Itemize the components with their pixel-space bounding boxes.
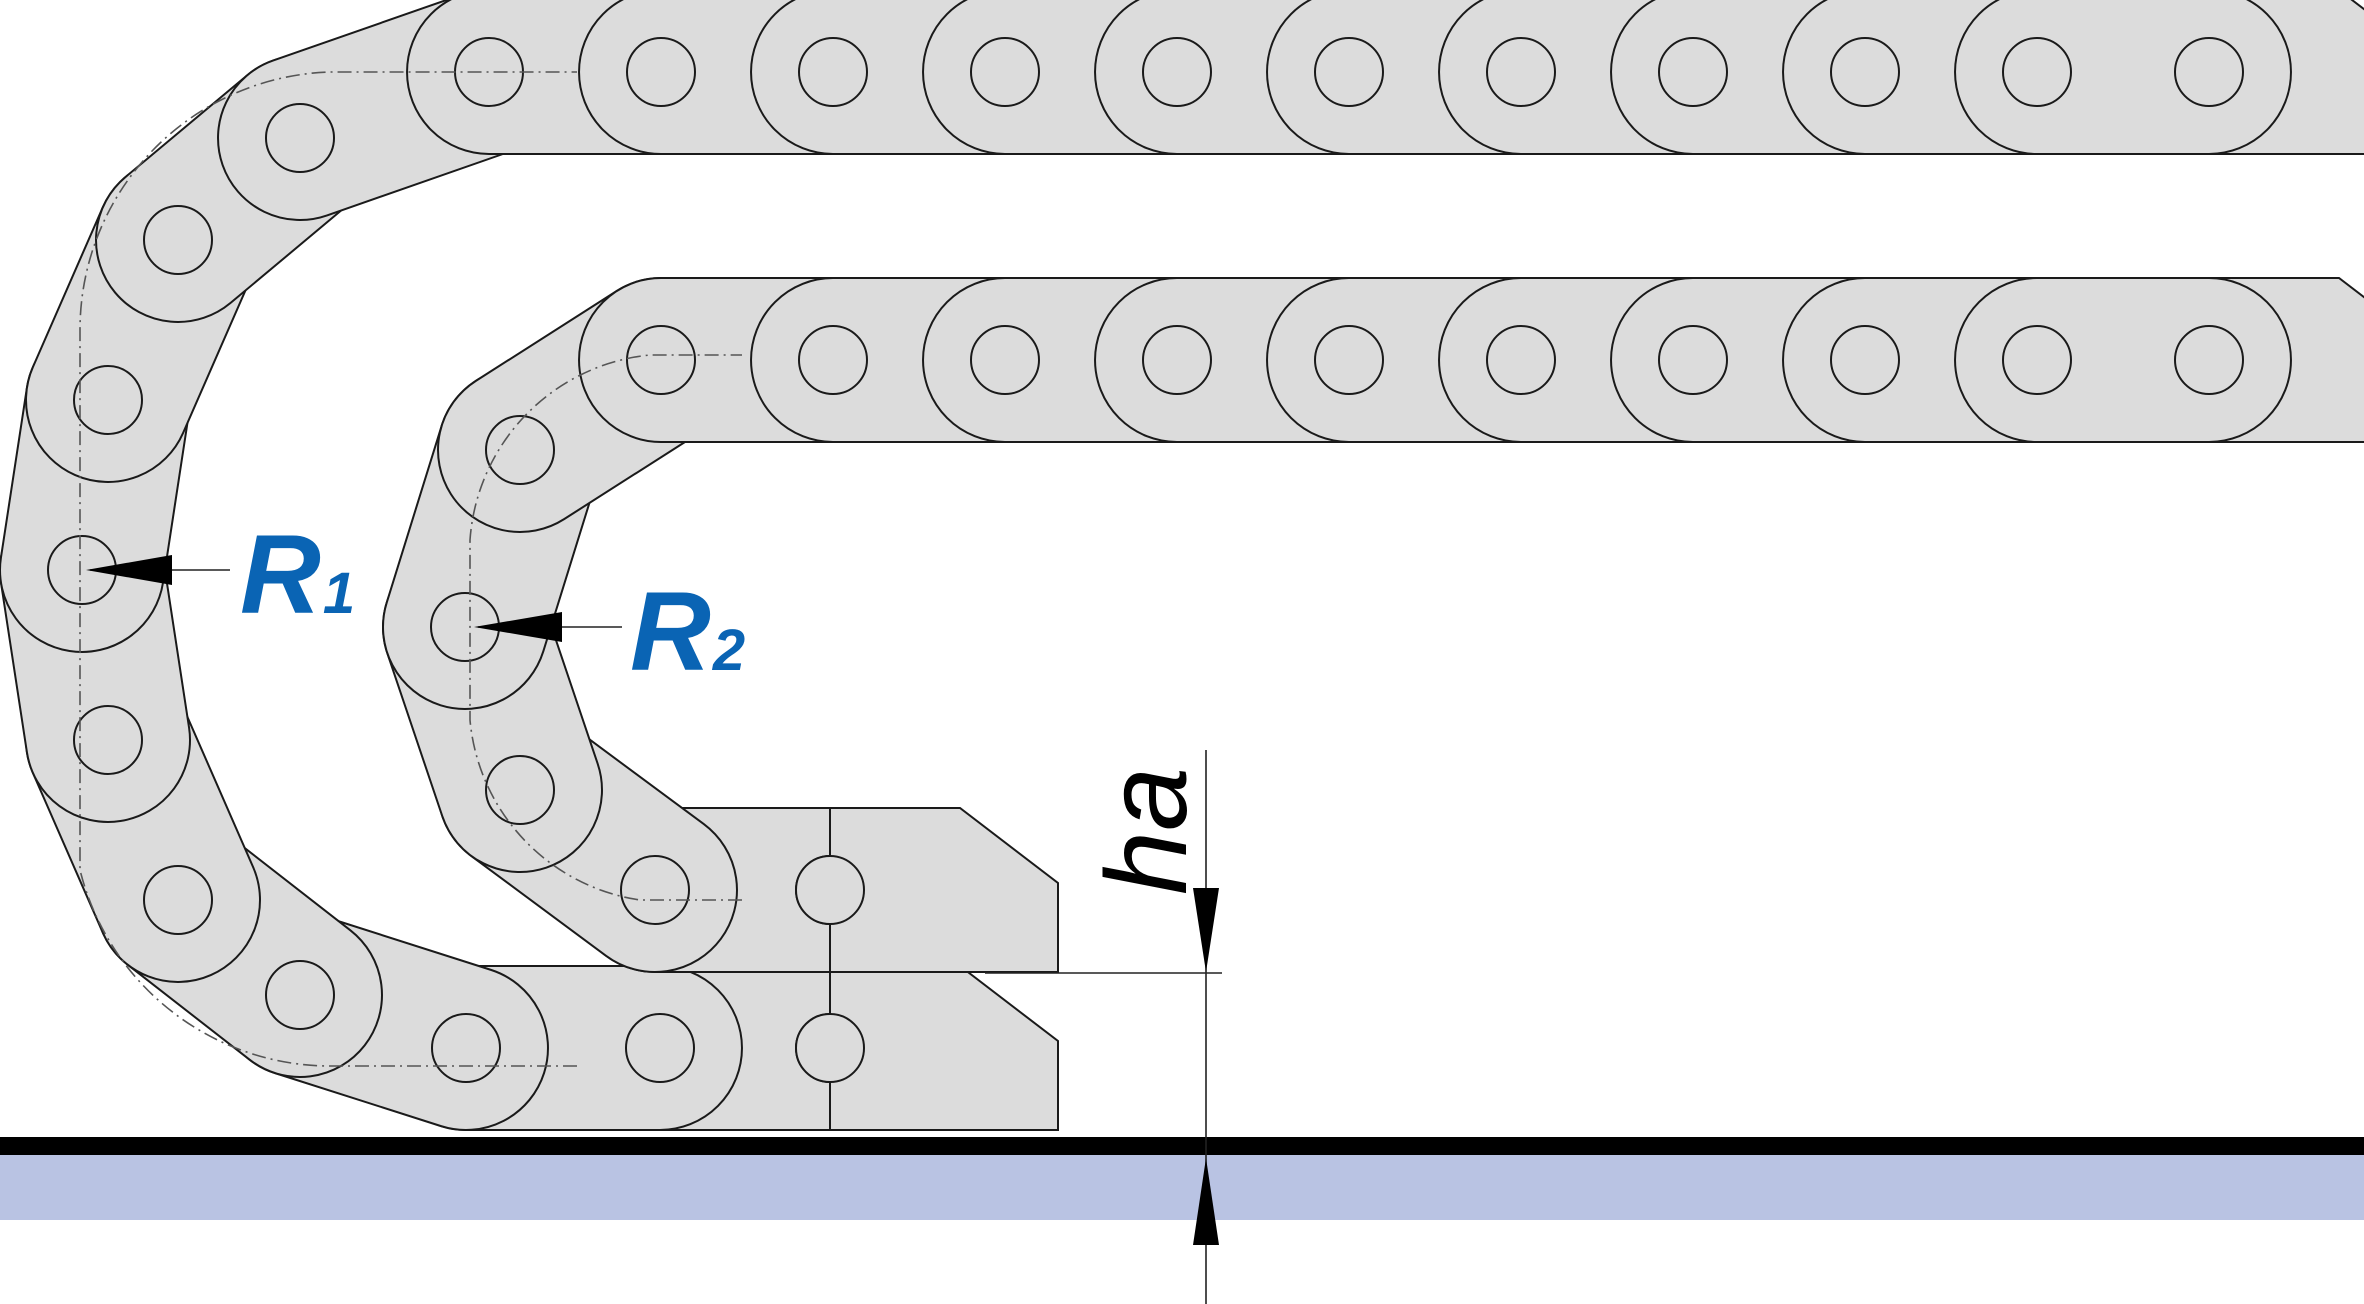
- radius-r2-indicator: [474, 612, 622, 642]
- r2-arrow-icon: [474, 612, 562, 642]
- chain-pivot-hole: [73, 705, 143, 775]
- r1-label: R1: [240, 512, 355, 637]
- chain-pivot-hole: [795, 1013, 865, 1083]
- chain-pivot-hole: [1486, 325, 1556, 395]
- chain-pivot-hole: [1314, 325, 1384, 395]
- chain-pivot-hole: [1830, 37, 1900, 107]
- chain-pivot-hole: [265, 960, 335, 1030]
- floor-surface: [0, 1150, 2364, 1220]
- ha-label: ha: [1083, 767, 1211, 895]
- chain-pivot-hole: [1142, 37, 1212, 107]
- chain-end-bracket: [829, 807, 1059, 973]
- chain-pivot-hole: [626, 325, 696, 395]
- outer-chain-centerline: [79, 71, 577, 1067]
- r1-label-subscript: 1: [323, 561, 355, 626]
- chain-pivot-hole: [1658, 325, 1728, 395]
- chain-pivot-hole: [1486, 37, 1556, 107]
- r1-arrow-icon: [86, 555, 172, 585]
- chain-pivot-hole: [2002, 37, 2072, 107]
- ha-arrow-top-icon: [1193, 888, 1219, 972]
- r2-label-subscript: 2: [712, 618, 745, 683]
- r2-label: R2: [630, 569, 745, 694]
- chain-pivot-hole: [143, 205, 213, 275]
- floor-line: [0, 1137, 2364, 1155]
- chain-pivot-hole: [2174, 325, 2244, 395]
- chain-pivot-hole: [970, 325, 1040, 395]
- chain-pivot-hole: [1830, 325, 1900, 395]
- chain-pivot-hole: [795, 855, 865, 925]
- r2-label-main: R: [630, 569, 711, 694]
- chain-pivot-hole: [970, 37, 1040, 107]
- outer-chain: [0, 0, 2364, 1131]
- chain-pivot-hole: [2174, 37, 2244, 107]
- chain-pivot-hole: [431, 1013, 501, 1083]
- chain-pivot-hole: [798, 325, 868, 395]
- chain-pivot-hole: [485, 755, 555, 825]
- chain-pivot-hole: [1658, 37, 1728, 107]
- inner-chain-centerline: [469, 354, 742, 901]
- chain-pivot-hole: [143, 865, 213, 935]
- r1-label-main: R: [240, 512, 321, 637]
- chain-pivot-hole: [798, 37, 868, 107]
- chain-pivot-hole: [626, 37, 696, 107]
- chain-pivot-hole: [620, 855, 690, 925]
- chain-link-body: [1954, 277, 2292, 443]
- chain-pivot-hole: [625, 1013, 695, 1083]
- chain-pivot-hole: [485, 415, 555, 485]
- chain-pivot-hole: [73, 365, 143, 435]
- ha-arrow-bottom-icon: [1193, 1158, 1219, 1245]
- chain-pivot-hole: [2002, 325, 2072, 395]
- chain-pivot-hole: [265, 103, 335, 173]
- radius-r1-indicator: [86, 555, 230, 585]
- chain-link: [1954, 277, 2292, 443]
- ha-dimension: ha: [985, 750, 1222, 1304]
- chain-pivot-hole: [1142, 325, 1212, 395]
- inner-chain: [382, 277, 2364, 973]
- chain-pivot-hole: [1314, 37, 1384, 107]
